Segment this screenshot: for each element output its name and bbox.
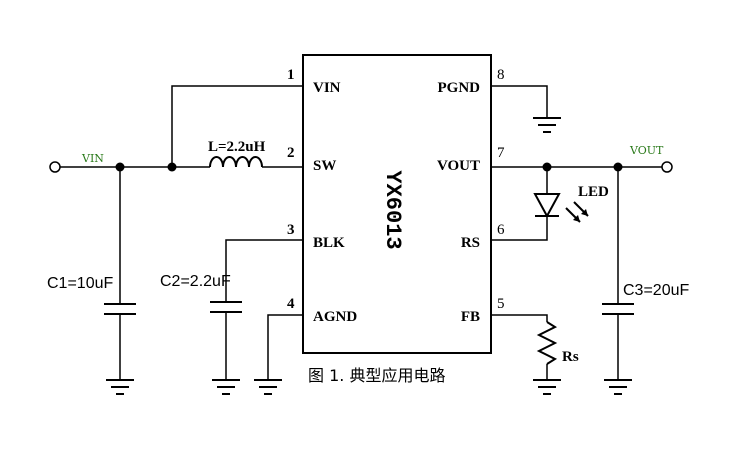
pin-number-3: 3 [287,222,295,238]
ground-symbol [533,379,561,395]
pin-label-fb: FB [461,309,480,325]
chip-name: YX6013 [380,170,405,249]
ic-body [302,54,492,354]
c1-label: C1=10uF [47,275,113,292]
pin-label-vin: VIN [313,80,341,96]
figure-caption: 图 1. 典型应用电路 [308,366,445,385]
pin-label-pgnd: PGND [438,80,481,96]
vout-net-label: VOUT [629,144,664,157]
ground-symbol [604,379,632,395]
led-label: LED [578,184,609,200]
pin-number-2: 2 [287,145,295,161]
pin-label-sw: SW [313,158,336,174]
pin-number-8: 8 [497,67,505,83]
vout-terminal [661,161,673,173]
pin-number-5: 5 [497,296,505,312]
resistor-rs [536,321,558,365]
ground-symbol [533,117,561,133]
ground-symbol [106,379,134,395]
ground-symbol [254,379,282,395]
pin-number-7: 7 [497,145,505,161]
inductor [209,156,263,168]
pin-label-rs: RS [461,235,480,251]
pin-label-vout: VOUT [437,158,480,174]
vin-terminal [49,161,61,173]
pin-number-4: 4 [287,296,295,312]
pin-number-1: 1 [287,67,295,83]
c2-label: C2=2.2uF [160,273,231,290]
vin-net-label: VIN [81,152,104,165]
rs-label: Rs [562,349,579,365]
ground-symbol [212,379,240,395]
pin-label-agnd: AGND [313,309,357,325]
c3-label: C3=20uF [623,282,689,299]
pin-label-blk: BLK [313,235,345,251]
pin-number-6: 6 [497,222,505,238]
inductor-label: L=2.2uH [208,139,266,155]
